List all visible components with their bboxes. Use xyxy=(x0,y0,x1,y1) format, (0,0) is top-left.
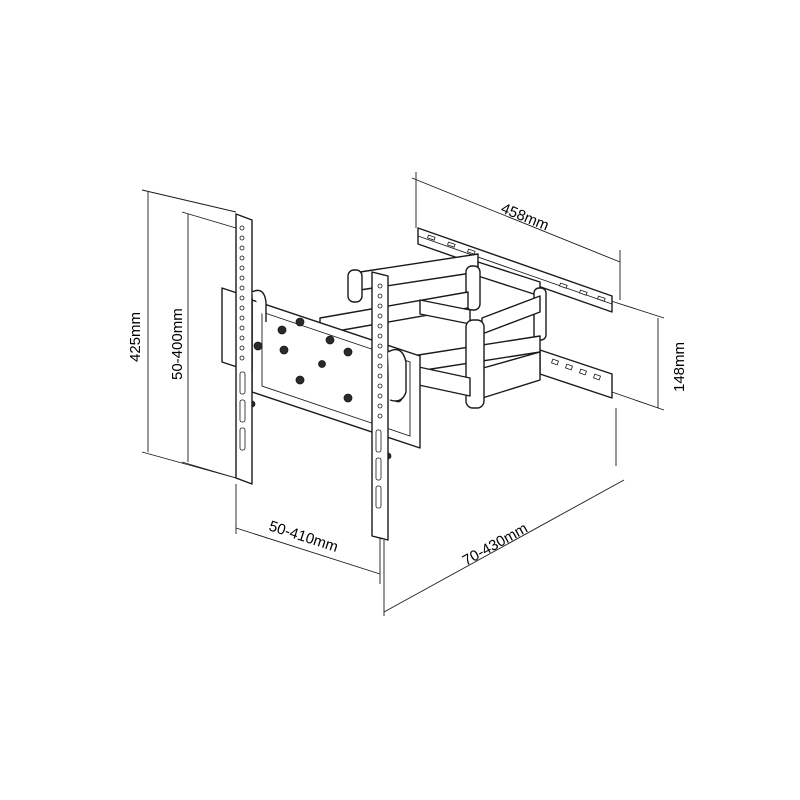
rail-hole xyxy=(239,225,245,231)
rail-hole xyxy=(377,393,383,399)
rail-hole xyxy=(377,283,383,289)
rail-hole xyxy=(377,363,383,369)
rail-hole xyxy=(377,293,383,299)
label-depth-right: 148mm xyxy=(671,342,688,392)
rail-hole xyxy=(239,345,245,351)
rail-hole xyxy=(377,343,383,349)
rail-hole xyxy=(239,325,245,331)
rail-hole xyxy=(377,353,383,359)
rail-hole xyxy=(377,403,383,409)
rail-hole xyxy=(239,265,245,271)
rail-hole xyxy=(239,295,245,301)
rail-hole xyxy=(377,383,383,389)
rail-hole xyxy=(239,315,245,321)
dimension-lines xyxy=(141,172,665,616)
rail-hole xyxy=(239,245,245,251)
rail-hole xyxy=(239,285,245,291)
rail-hole xyxy=(377,303,383,309)
right-vertical-rail xyxy=(251,271,407,541)
rail-hole xyxy=(239,255,245,261)
rail-hole xyxy=(239,355,245,361)
label-spacing-bottom: 50-410mm xyxy=(267,518,340,556)
rail-hole xyxy=(239,305,245,311)
label-width-top: 458mm xyxy=(499,200,552,235)
rail-hole xyxy=(377,413,383,419)
rail-hole xyxy=(377,333,383,339)
rail-hole xyxy=(239,335,245,341)
rail-hole xyxy=(377,373,383,379)
left-vertical-rail xyxy=(235,213,253,485)
rail-hole xyxy=(239,275,245,281)
rail-hole xyxy=(377,323,383,329)
label-height-inner: 50-400mm xyxy=(169,308,186,380)
wall-plate xyxy=(417,227,613,399)
swing-arms xyxy=(319,253,547,409)
label-height-outer: 425mm xyxy=(127,312,144,362)
rail-hole xyxy=(377,313,383,319)
rail-hole xyxy=(239,235,245,241)
label-extension: 70-430mm xyxy=(460,520,531,570)
